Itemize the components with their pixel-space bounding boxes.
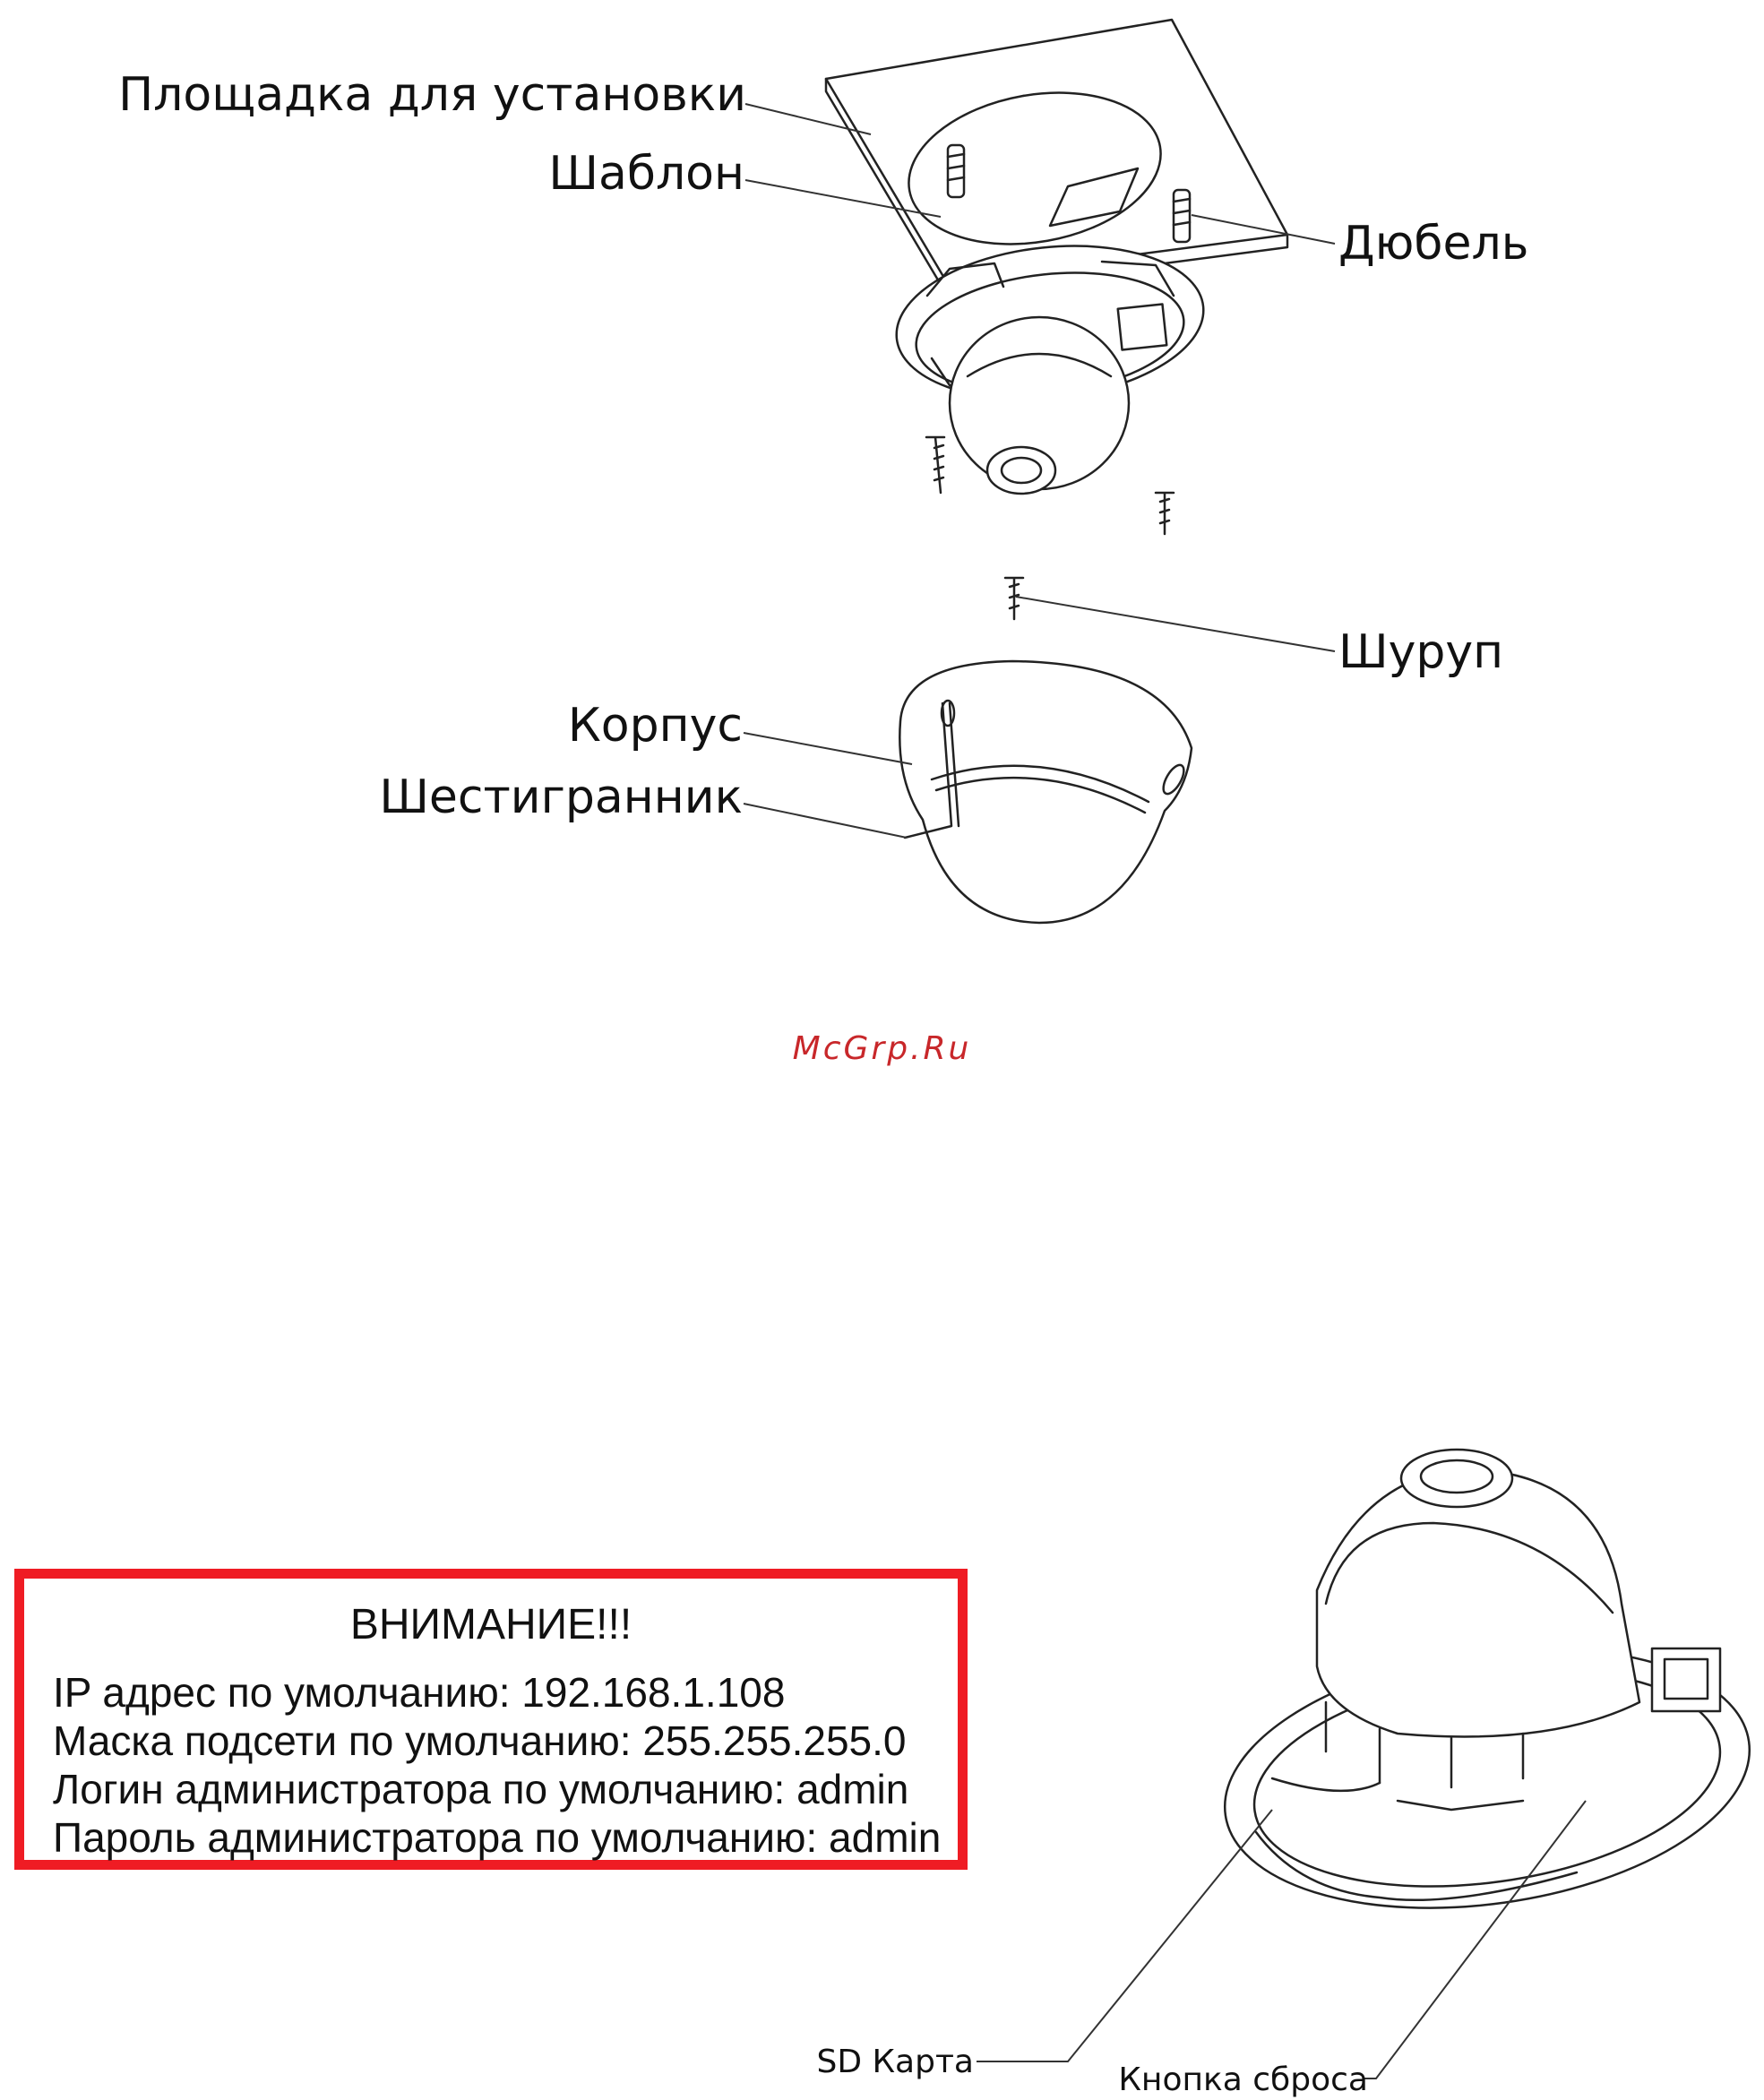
callout-template: Шаблон (548, 151, 744, 197)
notice-subnet-mask: Маска подсети по умолчанию: 255.255.255.… (53, 1720, 907, 1761)
callout-screw: Шуруп (1338, 629, 1503, 676)
notice-admin-password: Пароль администратора по умолчанию: admi… (53, 1817, 941, 1858)
notice-title: ВНИМАНИЕ!!! (24, 1604, 958, 1647)
callout-anchor: Дюбель (1338, 220, 1528, 267)
watermark-text: McGrp.Ru (0, 1030, 1764, 1067)
callout-housing: Корпус (568, 702, 743, 749)
notice-admin-login: Логин администратора по умолчанию: admin (53, 1769, 908, 1810)
callout-hex-key: Шестигранник (379, 774, 743, 821)
leader-housing (744, 733, 912, 764)
leader-screw (1016, 597, 1335, 651)
leader-hex-key (744, 804, 907, 838)
callout-reset-button: Кнопка сброса (1118, 2064, 1368, 2096)
callout-sd-card: SD Карта (816, 2046, 974, 2078)
camera-bottom-drawing (1208, 1450, 1764, 1940)
housing-drawing (899, 661, 1192, 923)
leader-sd-card (977, 1810, 1272, 2061)
default-settings-notice: ВНИМАНИЕ!!! IP адрес по умолчанию: 192.1… (14, 1569, 968, 1870)
notice-ip-address: IP адрес по умолчанию: 192.168.1.108 (53, 1672, 785, 1713)
callout-mount-plate: Площадка для установки (118, 72, 746, 118)
